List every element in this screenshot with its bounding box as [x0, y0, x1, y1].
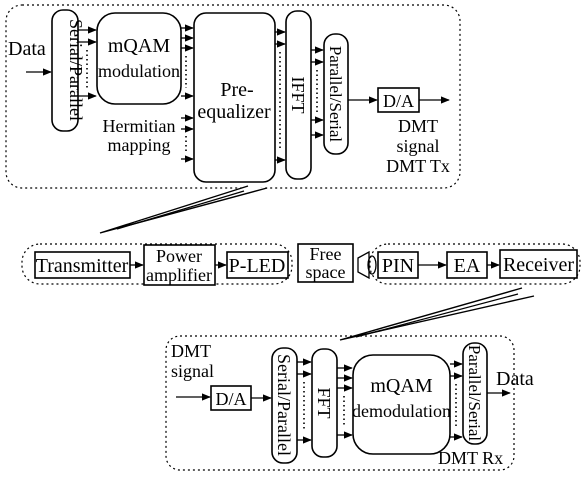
tx-group-border: [5, 4, 461, 189]
transmitter-block: [34, 251, 131, 279]
tx-mqam-label-line2: modulation: [98, 61, 180, 81]
rx-da-label: D/A: [216, 389, 247, 409]
receiver-label: Receiver: [503, 254, 574, 276]
rx-parallel-serial-label: Parallel/Serial: [465, 345, 484, 442]
tx-data-input-label: Data: [8, 38, 46, 60]
rx-group-label: DMT Rx: [438, 448, 503, 468]
receiver-block: [499, 249, 578, 279]
tx-ifft-block: [285, 10, 312, 180]
tx-hermitian-label-line1: Hermitian: [103, 116, 176, 136]
rx-da-block: [210, 385, 252, 411]
link-right-group-border: [369, 243, 581, 285]
rx-serial-parallel-label: Serial/Parallel: [274, 354, 294, 456]
free-space-label-line1: Free: [310, 244, 342, 264]
lens-icon: [357, 250, 377, 280]
tx-preeq-label-line2: equalizer: [197, 101, 271, 123]
pin-block: [377, 251, 419, 279]
tx-dmt-label-line1: DMT: [398, 116, 438, 136]
rx-group-border: [165, 335, 515, 471]
pled-block: [226, 251, 289, 279]
tx-parallel-serial-block: [323, 33, 349, 155]
tx-serial-parallel-label: Serial/Parallel: [66, 19, 86, 121]
tx-parallel-serial-label: Parallel/Serial: [326, 46, 345, 143]
rx-data-output-label: Data: [496, 368, 534, 390]
rx-dmt-label-line2: signal: [171, 361, 214, 381]
free-space-block: [297, 243, 354, 283]
tx-ifft-label: IFFT: [288, 76, 308, 113]
tx-serial-parallel-block: [51, 9, 79, 132]
tx-mqam-modulation-block: [96, 12, 182, 105]
power-amplifier-block: [143, 244, 216, 286]
tx-dmt-label-line2: signal: [397, 136, 440, 156]
tx-da-label: D/A: [383, 91, 414, 111]
free-space-label-line2: space: [306, 262, 346, 282]
tx-preeq-label-line1: Pre-: [220, 79, 253, 101]
ea-label: EA: [454, 255, 481, 277]
pin-label: PIN: [382, 255, 414, 277]
power-amplifier-label-line1: Power: [156, 246, 202, 266]
transmitter-label: Transmitter: [36, 255, 129, 277]
rx-callout-pointer: [339, 287, 535, 341]
power-amplifier-label-line2: amplifier: [146, 265, 212, 285]
tx-group-label: DMT Tx: [386, 156, 450, 176]
dmt-tx-section: Data Serial/Parallel mQAM modulation Her…: [5, 4, 461, 189]
tx-mqam-label-line1: mQAM: [108, 35, 170, 57]
rx-dmt-label-line1: DMT: [171, 341, 211, 361]
tx-preequalizer-block: [193, 12, 276, 183]
tx-hermitian-label-line2: mapping: [108, 135, 171, 155]
optical-link-section: Transmitter Power amplifier P-LED Free s…: [21, 243, 581, 286]
rx-mqam-label-line1: mQAM: [370, 375, 432, 397]
dmt-rx-section: DMT signal D/A Serial/Parallel FFT mQAM …: [165, 335, 534, 471]
rx-mqam-label-line2: demodulation: [352, 401, 451, 421]
rx-fft-block: [311, 348, 338, 458]
rx-serial-parallel-block: [271, 347, 298, 464]
rx-callout-pointer-inner: [355, 293, 519, 338]
pled-label: P-LED: [229, 255, 286, 277]
rx-fft-label: FFT: [314, 387, 334, 418]
rx-mqam-demodulation-block: [352, 354, 451, 455]
tx-callout-pointer-inner: [116, 190, 245, 230]
